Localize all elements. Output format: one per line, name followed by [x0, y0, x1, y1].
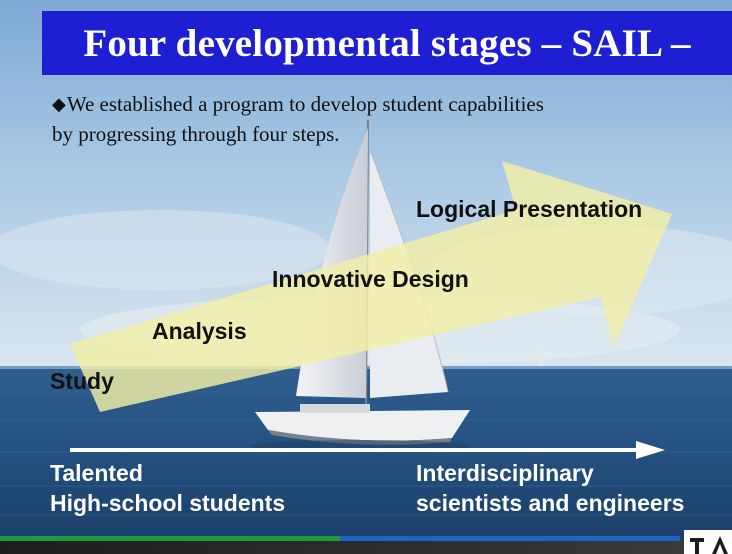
start-label: Talented High-school students [50, 458, 285, 518]
diamond-bullet-icon: ◆ [52, 94, 66, 114]
institution-logo [684, 530, 732, 554]
start-label-line-1: Talented [50, 460, 143, 486]
intro-line-1: ◆We established a program to develop stu… [52, 90, 692, 120]
title-bar: Four developmental stages – SAIL – [42, 11, 732, 75]
end-label-line-1: Interdisciplinary [416, 460, 594, 486]
stage-study: Study [50, 368, 114, 394]
page-title: Four developmental stages – SAIL – [83, 21, 691, 65]
start-label-line-2: High-school students [50, 490, 286, 516]
end-label: Interdisciplinary scientists and enginee… [416, 458, 684, 518]
stage-analysis: Analysis [152, 318, 247, 344]
intro-line-1-text: We established a program to develop stud… [66, 92, 544, 116]
intro-line-2: by progressing through four steps. [52, 122, 340, 146]
intro-text: ◆We established a program to develop stu… [52, 90, 692, 149]
stage-logical-presentation: Logical Presentation [416, 196, 643, 222]
end-label-line-2: scientists and engineers [416, 490, 685, 516]
stage-innovative-design: Innovative Design [272, 266, 469, 292]
